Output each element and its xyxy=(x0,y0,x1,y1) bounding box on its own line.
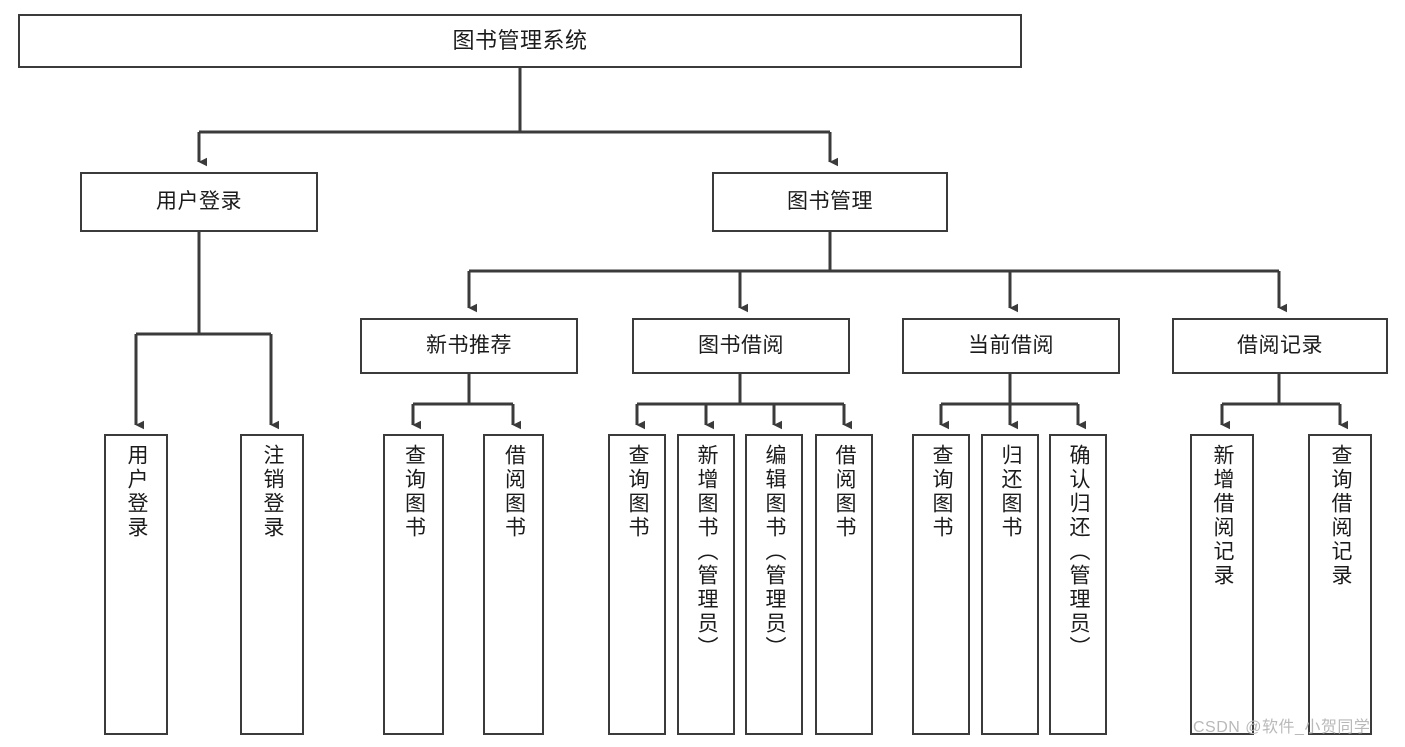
node-label: 新书推荐 xyxy=(426,333,512,357)
node-label: 新增图书（管理员） xyxy=(695,444,719,660)
csdn-watermark: CSDN @软件_小贺同学 xyxy=(1193,719,1371,736)
node-leaf-return-book[interactable]: 归还图书 xyxy=(981,434,1039,735)
node-book-management[interactable]: 图书管理 xyxy=(712,172,948,232)
node-label: 编辑图书（管理员） xyxy=(763,444,787,660)
node-label: 用户登录 xyxy=(125,444,149,540)
node-label: 查询图书 xyxy=(402,444,426,540)
node-label: 借阅图书 xyxy=(502,444,526,540)
node-label: 用户登录 xyxy=(156,189,242,213)
node-user-login[interactable]: 用户登录 xyxy=(80,172,318,232)
node-label: 借阅记录 xyxy=(1237,333,1323,357)
node-label: 查询图书 xyxy=(930,444,954,540)
node-leaf-query-borrow-record[interactable]: 查询借阅记录 xyxy=(1308,434,1372,735)
node-label: 图书管理 xyxy=(787,189,873,213)
node-leaf-confirm-return-admin[interactable]: 确认归还（管理员） xyxy=(1049,434,1107,735)
node-leaf-logout-login[interactable]: 注销登录 xyxy=(240,434,304,735)
node-label: 图书借阅 xyxy=(698,333,784,357)
node-label: 新增借阅记录 xyxy=(1211,444,1235,588)
node-label: 注销登录 xyxy=(261,444,285,540)
node-leaf-borrow-book-recommend[interactable]: 借阅图书 xyxy=(483,434,544,735)
node-leaf-user-login[interactable]: 用户登录 xyxy=(104,434,168,735)
node-book-borrow[interactable]: 图书借阅 xyxy=(632,318,850,374)
node-label: 借阅图书 xyxy=(833,444,857,540)
node-leaf-edit-book-admin[interactable]: 编辑图书（管理员） xyxy=(745,434,803,735)
node-label: 归还图书 xyxy=(999,444,1023,540)
node-leaf-query-book-current[interactable]: 查询图书 xyxy=(912,434,970,735)
node-label: 确认归还（管理员） xyxy=(1067,444,1091,660)
node-leaf-add-book-admin[interactable]: 新增图书（管理员） xyxy=(677,434,735,735)
node-label: 当前借阅 xyxy=(968,333,1054,357)
node-leaf-borrow-book-borrow[interactable]: 借阅图书 xyxy=(815,434,873,735)
node-label: 图书管理系统 xyxy=(452,28,588,54)
node-label: 查询借阅记录 xyxy=(1329,444,1353,588)
node-leaf-query-book-borrow[interactable]: 查询图书 xyxy=(608,434,666,735)
node-new-book-recommend[interactable]: 新书推荐 xyxy=(360,318,578,374)
node-leaf-add-borrow-record[interactable]: 新增借阅记录 xyxy=(1190,434,1254,735)
node-root-book-management-system[interactable]: 图书管理系统 xyxy=(18,14,1022,68)
node-label: 查询图书 xyxy=(626,444,650,540)
node-borrow-record[interactable]: 借阅记录 xyxy=(1172,318,1388,374)
node-current-borrow[interactable]: 当前借阅 xyxy=(902,318,1120,374)
node-leaf-query-book-recommend[interactable]: 查询图书 xyxy=(383,434,444,735)
